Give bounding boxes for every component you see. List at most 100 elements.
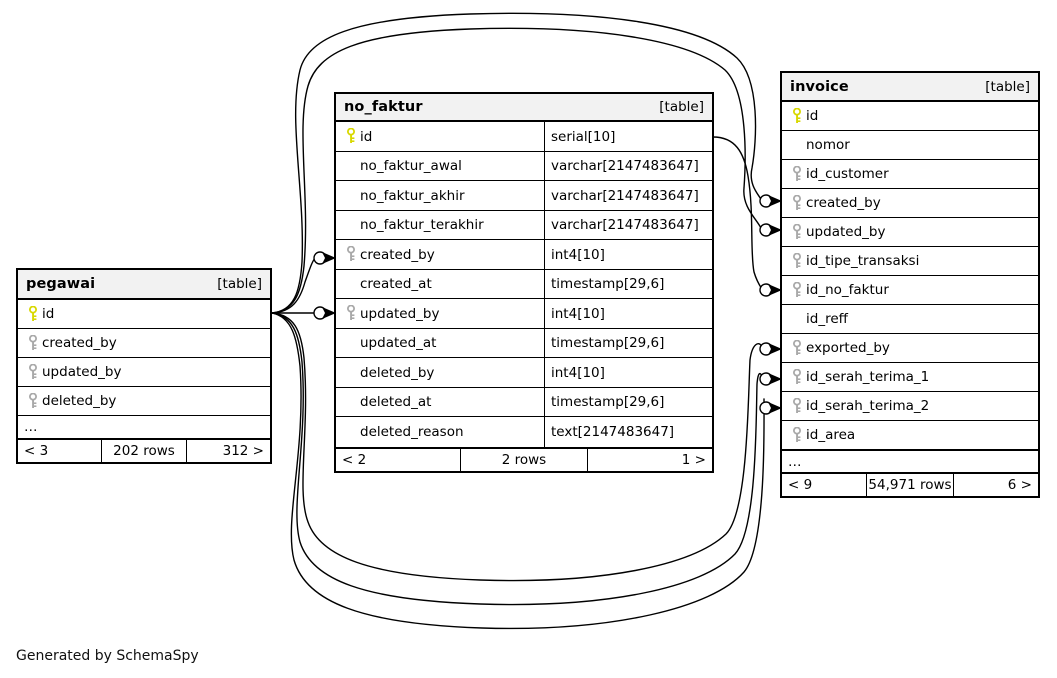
column-cell: updated_by	[18, 358, 270, 386]
column-type: serial[10]	[544, 122, 712, 151]
column-cell: updated_at	[336, 329, 544, 357]
table-row[interactable]: exported_by	[782, 334, 1038, 363]
footer-row-count: 202 rows	[101, 440, 187, 462]
table-row[interactable]: created_by	[18, 329, 270, 358]
more-columns-indicator: …	[782, 450, 1038, 472]
table-row[interactable]: nomor	[782, 131, 1038, 160]
column-name: deleted_at	[360, 394, 432, 410]
column-name: updated_at	[360, 335, 437, 351]
column-cell: id	[18, 300, 270, 328]
table-row[interactable]: created_by int4[10]	[336, 240, 712, 270]
column-name: deleted_by	[42, 393, 117, 409]
column-name: id	[42, 306, 55, 322]
column-cell: updated_by	[336, 299, 544, 328]
column-name: id_serah_terima_2	[806, 398, 930, 414]
column-name: created_by	[806, 195, 881, 211]
foreign-key-icon	[24, 334, 42, 352]
column-cell: id_tipe_transaksi	[782, 247, 1038, 275]
table-row[interactable]: id_customer	[782, 160, 1038, 189]
column-cell: id_customer	[782, 160, 1038, 188]
table-row[interactable]: id_area	[782, 421, 1038, 450]
column-name: deleted_reason	[360, 424, 464, 440]
table-row[interactable]: no_faktur_terakhir varchar[2147483647]	[336, 211, 712, 240]
table-pegawai-title: pegawai	[26, 276, 96, 292]
foreign-key-icon	[788, 368, 806, 386]
column-cell: id_no_faktur	[782, 276, 1038, 304]
table-row[interactable]: id_tipe_transaksi	[782, 247, 1038, 276]
column-name: id	[360, 128, 373, 145]
table-row[interactable]: id	[18, 300, 270, 329]
column-name: id_serah_terima_1	[806, 369, 930, 385]
footer-prev-link[interactable]: < 3	[24, 443, 49, 459]
table-row[interactable]: deleted_at timestamp[29,6]	[336, 388, 712, 417]
edge-endpoint-circle	[313, 306, 327, 320]
column-cell: exported_by	[782, 334, 1038, 362]
foreign-key-icon	[788, 426, 806, 444]
table-row[interactable]: created_by	[782, 189, 1038, 218]
column-type: int4[10]	[544, 240, 712, 269]
column-name: exported_by	[806, 340, 890, 356]
table-no_faktur[interactable]: no_faktur [table] id serial[10] no_faktu…	[334, 92, 714, 473]
footer-prev-link[interactable]: < 9	[788, 477, 813, 493]
column-cell: created_by	[336, 240, 544, 269]
column-cell: id	[782, 102, 1038, 130]
table-row[interactable]: updated_by int4[10]	[336, 299, 712, 329]
column-name: created_by	[360, 246, 435, 263]
edge-endpoint-circle	[759, 401, 773, 415]
table-no_faktur-header: no_faktur [table]	[336, 94, 712, 122]
foreign-key-icon	[788, 281, 806, 299]
edge-no_faktur-id-to-invoice-id_no_faktur	[712, 136, 763, 290]
foreign-key-icon	[24, 363, 42, 381]
column-name: updated_by	[360, 305, 440, 322]
column-cell: created_by	[782, 189, 1038, 217]
table-row[interactable]: id_no_faktur	[782, 276, 1038, 305]
table-row[interactable]: id	[782, 102, 1038, 131]
table-row[interactable]: deleted_reason text[2147483647]	[336, 417, 712, 447]
table-row[interactable]: updated_at timestamp[29,6]	[336, 329, 712, 358]
column-name: no_faktur_awal	[360, 158, 462, 174]
column-type: varchar[2147483647]	[544, 181, 712, 210]
table-row[interactable]: updated_by	[782, 218, 1038, 247]
foreign-key-icon	[342, 305, 360, 322]
table-row[interactable]: updated_by	[18, 358, 270, 387]
column-cell: no_faktur_terakhir	[336, 211, 544, 239]
footer-next-link[interactable]: 312 >	[222, 443, 264, 459]
column-cell: no_faktur_awal	[336, 152, 544, 180]
table-row[interactable]: deleted_by	[18, 387, 270, 416]
foreign-key-icon	[788, 397, 806, 415]
table-no_faktur-footer: < 2 2 rows 1 >	[336, 447, 712, 471]
table-row[interactable]: id_serah_terima_2	[782, 392, 1038, 421]
table-row[interactable]: id_reff	[782, 305, 1038, 334]
table-row[interactable]: id_serah_terima_1	[782, 363, 1038, 392]
column-cell: id_reff	[782, 305, 1038, 333]
column-type: int4[10]	[544, 299, 712, 328]
column-cell: deleted_reason	[336, 417, 544, 447]
table-row[interactable]: created_at timestamp[29,6]	[336, 270, 712, 299]
footer-next-link[interactable]: 6 >	[1007, 477, 1032, 493]
footer-row-count: 2 rows	[460, 449, 588, 471]
table-row[interactable]: deleted_by int4[10]	[336, 358, 712, 388]
column-name: updated_by	[42, 364, 122, 380]
table-invoice-header: invoice [table]	[782, 73, 1038, 102]
table-row[interactable]: id serial[10]	[336, 122, 712, 152]
column-name: id_no_faktur	[806, 282, 889, 298]
footer-next-link[interactable]: 1 >	[681, 452, 706, 468]
column-cell: updated_by	[782, 218, 1038, 246]
edge-pegawai-id-to-no_faktur-created_by	[271, 257, 316, 314]
column-cell: id_area	[782, 421, 1038, 449]
column-cell: created_by	[18, 329, 270, 357]
column-name: id_customer	[806, 166, 889, 182]
table-pegawai-footer: < 3 202 rows 312 >	[18, 438, 270, 462]
table-row[interactable]: no_faktur_akhir varchar[2147483647]	[336, 181, 712, 211]
primary-key-icon	[24, 305, 42, 323]
column-type: text[2147483647]	[544, 417, 712, 447]
column-type: timestamp[29,6]	[544, 270, 712, 298]
table-row[interactable]: no_faktur_awal varchar[2147483647]	[336, 152, 712, 181]
table-pegawai[interactable]: pegawai [table] id created_by updated_by	[16, 268, 272, 464]
column-type: int4[10]	[544, 358, 712, 387]
table-invoice[interactable]: invoice [table] id nomor id_customer	[780, 71, 1040, 498]
footer-prev-link[interactable]: < 2	[342, 452, 367, 468]
column-cell: no_faktur_akhir	[336, 181, 544, 210]
column-cell: id_serah_terima_2	[782, 392, 1038, 420]
edge-endpoint-circle	[759, 223, 773, 237]
